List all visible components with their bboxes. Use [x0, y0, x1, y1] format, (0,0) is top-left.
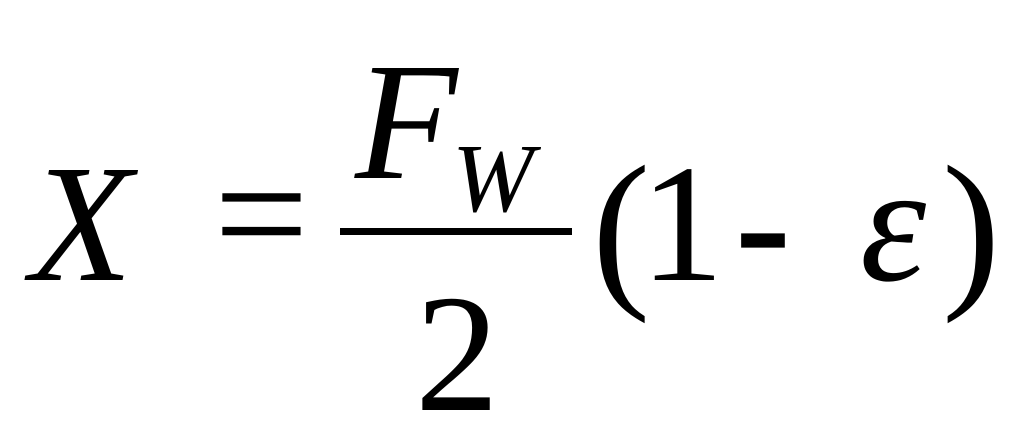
- open-parenthesis: (: [592, 130, 651, 324]
- fraction-denominator: 2: [415, 261, 499, 447]
- equation: X = F W 2 ( 1 - ε ): [30, 29, 1001, 447]
- variable-x: X: [30, 131, 133, 317]
- epsilon-symbol: ε: [860, 131, 927, 317]
- close-parenthesis: ): [942, 130, 1001, 324]
- fraction-bar: [340, 228, 572, 235]
- minus-sign: -: [735, 131, 791, 317]
- equals-sign: =: [214, 121, 309, 307]
- number-one: 1: [640, 131, 724, 317]
- fraction-numerator-base: F: [355, 29, 458, 215]
- fraction-numerator-subscript: W: [452, 125, 534, 233]
